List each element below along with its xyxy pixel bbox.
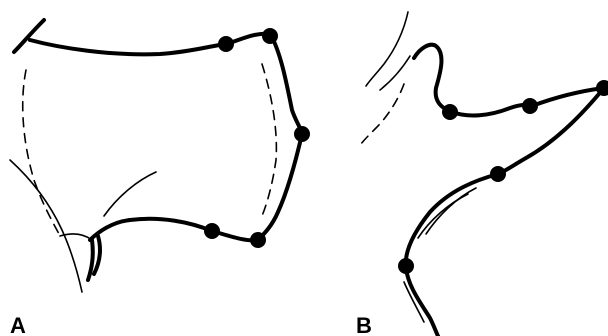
panel-b-label: B [356,313,372,336]
panel-a-label: A [10,313,26,336]
panel-b-landmark-dot [442,104,458,120]
panel-a-bottom-left-notch [88,236,100,280]
panel-a-landmark-dot [250,232,266,248]
panel-b-lower-outline [406,88,604,336]
panel-b-left-thin-stroke-2 [380,56,410,90]
panel-b-left-thin-stroke [366,12,408,86]
panel-a-landmark-dot [204,223,220,239]
panel-a-top-left-hook [14,20,44,52]
panel-a-drawing [10,20,310,292]
panel-b-landmark-dot [398,258,414,274]
panel-a-right-dashed-contour [262,64,276,216]
panel-b-landmark-dot [522,98,538,114]
panel-a-landmark-dot [294,126,310,142]
panel-a-left-dashed-contour [23,70,60,236]
panel-b-landmark-dot [490,166,506,182]
panel-b-upper-outline [414,45,604,116]
panel-a-inner-curve [104,172,156,216]
panel-b-drawing [358,12,608,336]
panel-a-landmark-dot [218,36,234,52]
panel-a-bottom-outline [90,219,258,241]
panel-a-top-outline [30,34,270,55]
panel-b-dashed-contour [358,84,404,148]
panel-a-landmark-dot [262,28,278,44]
panel-a-left-lower-line [10,160,82,292]
